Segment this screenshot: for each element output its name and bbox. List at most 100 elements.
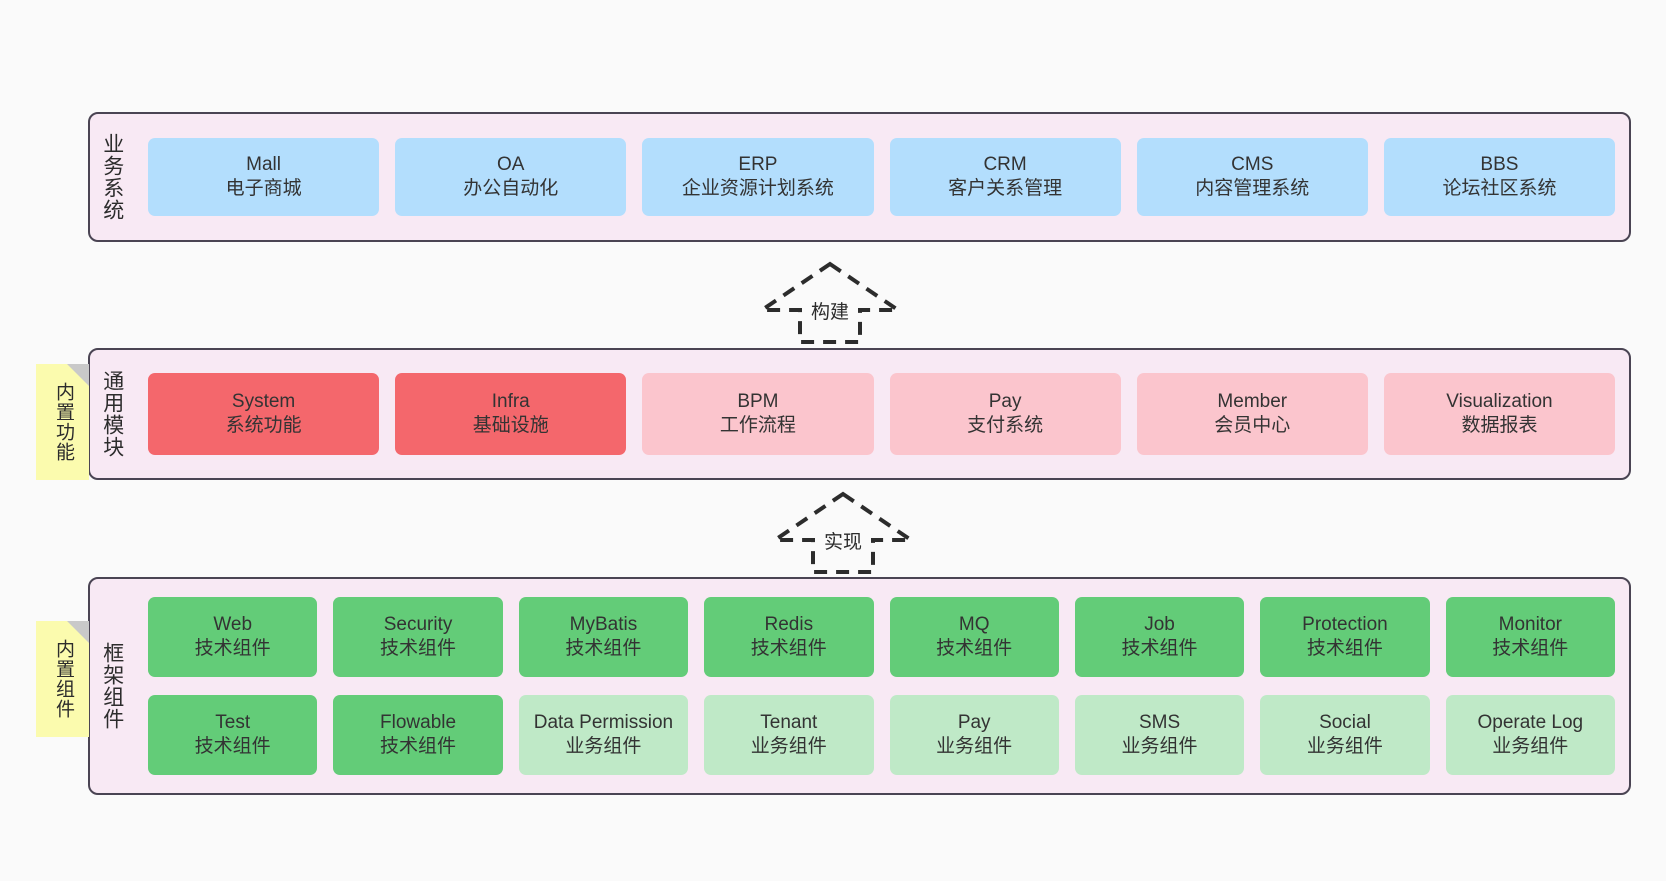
- card-erp[interactable]: ERP 企业资源计划系统: [642, 138, 874, 216]
- card-security[interactable]: Security 技术组件: [333, 597, 503, 677]
- card-title-cn: 会员中心: [1214, 415, 1291, 436]
- card-protection[interactable]: Protection 技术组件: [1260, 597, 1430, 677]
- card-title-en: System: [231, 390, 296, 412]
- card-title-cn: 业务组件: [1306, 736, 1383, 757]
- card-mybatis[interactable]: MyBatis 技术组件: [518, 597, 689, 677]
- card-title-en: CMS: [1231, 153, 1274, 175]
- card-title-cn: 技术组件: [1121, 638, 1198, 659]
- card-title-en: Infra: [491, 390, 530, 412]
- card-title-en: Flowable: [380, 711, 457, 733]
- layer-business-systems: 业务系统 Mall 电子商城 OA 办公自动化 ERP 企业资源计划系统 CRM…: [88, 112, 1631, 242]
- card-title-en: MQ: [958, 613, 990, 635]
- sticky-note-builtin-components: 内置组件: [36, 621, 89, 737]
- card-crm[interactable]: CRM 客户关系管理: [889, 138, 1121, 216]
- card-title-cn: 技术组件: [194, 638, 271, 659]
- card-redis[interactable]: Redis 技术组件: [704, 597, 874, 677]
- build-arrow: 构建: [755, 258, 905, 346]
- card-bpm[interactable]: BPM 工作流程: [642, 373, 874, 455]
- card-system[interactable]: System 系统功能: [148, 373, 380, 455]
- card-title-cn: 内容管理系统: [1195, 178, 1310, 199]
- implement-arrow: 实现: [768, 488, 918, 576]
- card-title-cn: 工作流程: [719, 415, 796, 436]
- card-data-permission[interactable]: Data Permission 业务组件: [518, 695, 689, 775]
- card-mall[interactable]: Mall 电子商城: [148, 138, 380, 216]
- card-row-technical: Web 技术组件 Security 技术组件 MyBatis 技术组件 Redi…: [148, 597, 1615, 677]
- card-title-cn: 技术组件: [380, 638, 457, 659]
- card-title-en: Redis: [764, 613, 814, 635]
- card-title-en: Security: [383, 613, 453, 635]
- layer-body-framework: Web 技术组件 Security 技术组件 MyBatis 技术组件 Redi…: [134, 579, 1629, 793]
- card-row-business: Test 技术组件 Flowable 技术组件 Data Permission …: [148, 695, 1615, 775]
- card-bbs[interactable]: BBS 论坛社区系统: [1383, 138, 1616, 216]
- layer-body-business: Mall 电子商城 OA 办公自动化 ERP 企业资源计划系统 CRM 客户关系…: [134, 114, 1629, 240]
- card-title-cn: 基础设施: [472, 415, 549, 436]
- card-title-en: BBS: [1480, 153, 1519, 175]
- layer-title-business: 业务系统: [100, 133, 124, 221]
- card-infra[interactable]: Infra 基础设施: [395, 373, 627, 455]
- card-title-cn: 系统功能: [225, 415, 302, 436]
- card-title-en: CRM: [983, 153, 1027, 175]
- card-title-en: Protection: [1302, 613, 1388, 635]
- layer-title-framework: 框架组件: [100, 642, 124, 730]
- card-title-cn: 业务组件: [936, 736, 1013, 757]
- card-title-en: Operate Log: [1477, 711, 1584, 733]
- card-title-cn: 技术组件: [936, 638, 1013, 659]
- card-title-cn: 论坛社区系统: [1442, 178, 1557, 199]
- card-title-en: Pay: [988, 390, 1022, 412]
- card-title-en: Web: [213, 613, 253, 635]
- card-title-en: Social: [1319, 711, 1371, 733]
- card-title-cn: 技术组件: [565, 638, 642, 659]
- sticky-note-builtin-features: 内置功能: [36, 364, 89, 480]
- card-title-cn: 企业资源计划系统: [681, 178, 834, 199]
- note-fold-icon: [67, 364, 89, 386]
- card-operate-log[interactable]: Operate Log 业务组件: [1445, 695, 1615, 775]
- card-web[interactable]: Web 技术组件: [148, 597, 318, 677]
- card-tenant[interactable]: Tenant 业务组件: [704, 695, 874, 775]
- card-row: System 系统功能 Infra 基础设施 BPM 工作流程 Pay 支付系统…: [148, 373, 1616, 455]
- card-title-cn: 电子商城: [225, 178, 302, 199]
- card-title-en: MyBatis: [569, 613, 638, 635]
- card-pay-business[interactable]: Pay 业务组件: [889, 695, 1059, 775]
- card-visualization[interactable]: Visualization 数据报表: [1383, 373, 1616, 455]
- card-cms[interactable]: CMS 内容管理系统: [1136, 138, 1368, 216]
- card-title-cn: 办公自动化: [463, 178, 559, 199]
- card-flowable[interactable]: Flowable 技术组件: [333, 695, 503, 775]
- card-title-cn: 业务组件: [565, 736, 642, 757]
- card-member[interactable]: Member 会员中心: [1136, 373, 1368, 455]
- card-sms[interactable]: SMS 业务组件: [1074, 695, 1245, 775]
- card-title-cn: 技术组件: [1492, 638, 1569, 659]
- card-title-cn: 数据报表: [1461, 415, 1538, 436]
- card-title-en: OA: [497, 153, 525, 175]
- card-title-cn: 业务组件: [750, 736, 827, 757]
- card-title-cn: 客户关系管理: [948, 178, 1063, 199]
- card-job[interactable]: Job 技术组件: [1074, 597, 1245, 677]
- card-title-en: BPM: [737, 390, 779, 412]
- card-row: Mall 电子商城 OA 办公自动化 ERP 企业资源计划系统 CRM 客户关系…: [148, 138, 1616, 216]
- card-title-en: Member: [1217, 390, 1288, 412]
- card-test[interactable]: Test 技术组件: [148, 695, 318, 775]
- layer-body-common: System 系统功能 Infra 基础设施 BPM 工作流程 Pay 支付系统…: [134, 350, 1629, 478]
- card-title-en: Monitor: [1498, 613, 1562, 635]
- layer-title-common: 通用模块: [100, 370, 124, 458]
- card-oa[interactable]: OA 办公自动化: [395, 138, 627, 216]
- layer-framework-components: 框架组件 Web 技术组件 Security 技术组件 MyBatis 技术组件…: [88, 577, 1631, 795]
- card-social[interactable]: Social 业务组件: [1260, 695, 1430, 775]
- card-title-en: Visualization: [1446, 390, 1553, 412]
- card-title-cn: 技术组件: [380, 736, 457, 757]
- note-fold-icon: [67, 621, 89, 643]
- card-mq[interactable]: MQ 技术组件: [889, 597, 1059, 677]
- card-title-cn: 业务组件: [1121, 736, 1198, 757]
- arrow-outline: [755, 261, 905, 344]
- sticky-note-label: 内置组件: [52, 639, 74, 719]
- card-title-cn: 支付系统: [967, 415, 1044, 436]
- card-monitor[interactable]: Monitor 技术组件: [1445, 597, 1615, 677]
- card-title-en: Job: [1144, 613, 1175, 635]
- card-title-cn: 技术组件: [194, 736, 271, 757]
- card-title-en: ERP: [738, 153, 778, 175]
- card-title-en: Tenant: [760, 711, 818, 733]
- arrow-outline: [768, 491, 918, 574]
- card-pay[interactable]: Pay 支付系统: [889, 373, 1121, 455]
- card-title-en: Data Permission: [533, 711, 674, 733]
- card-title-cn: 技术组件: [1306, 638, 1383, 659]
